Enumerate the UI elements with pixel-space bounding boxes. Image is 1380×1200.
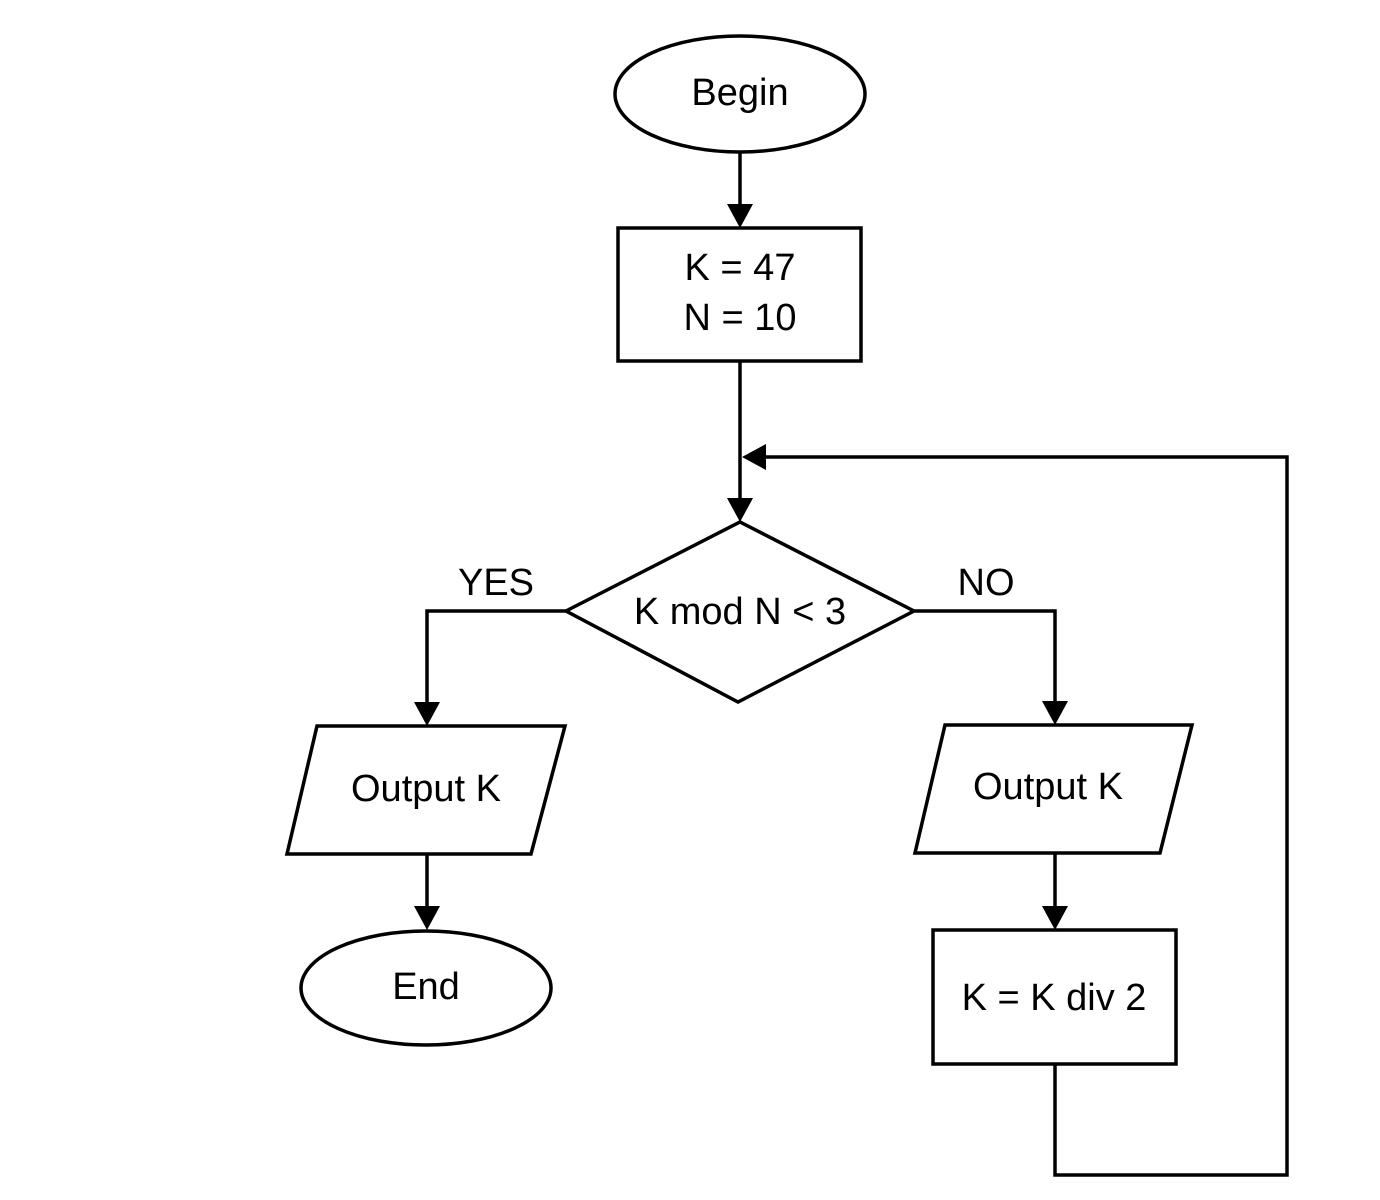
connector-yes-branch xyxy=(425,609,566,706)
no-label: NO xyxy=(958,562,1015,604)
update-label: K = K div 2 xyxy=(962,977,1147,1019)
output-yes-io xyxy=(284,724,568,856)
output-no-label: Output K xyxy=(973,766,1123,808)
connector-loop-back xyxy=(762,455,1289,1177)
update-process-box xyxy=(931,928,1178,1066)
begin-label: Begin xyxy=(691,72,788,114)
arrowhead-update xyxy=(1042,906,1068,930)
begin-terminal xyxy=(613,34,867,154)
init-label-k: K = 47 xyxy=(685,247,796,289)
end-label: End xyxy=(392,966,460,1008)
end-terminal xyxy=(299,929,553,1047)
output-yes-label: Output K xyxy=(351,768,501,810)
connector-no-branch xyxy=(914,609,1057,705)
arrowhead-condition xyxy=(727,498,753,522)
arrowhead-output-yes xyxy=(414,702,440,726)
arrowhead-end xyxy=(414,906,440,930)
output-no-io xyxy=(912,723,1195,855)
arrowhead-output-no xyxy=(1042,701,1068,725)
condition-decision xyxy=(562,520,918,704)
init-label-n: N = 10 xyxy=(683,297,796,339)
condition-label: K mod N < 3 xyxy=(634,591,846,633)
init-process-box xyxy=(616,226,863,363)
arrowhead-loop xyxy=(742,444,766,470)
yes-label: YES xyxy=(458,562,534,604)
arrowhead-init xyxy=(727,204,753,228)
